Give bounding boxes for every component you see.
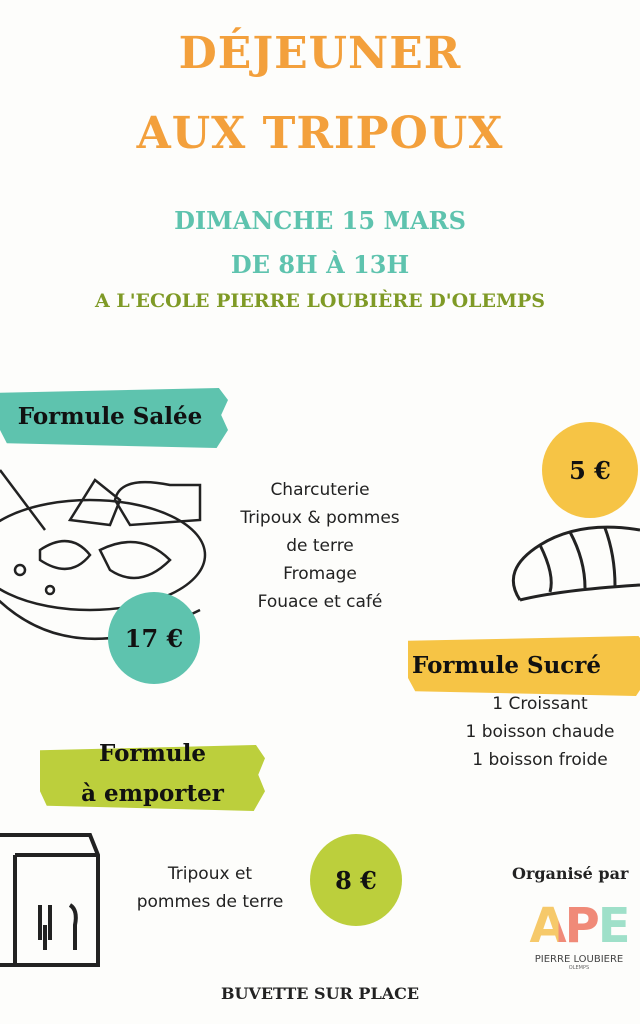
salee-item: de terre <box>286 536 354 556</box>
emporter-price: 8 € <box>310 834 402 926</box>
emporter-item: Tripoux et <box>167 864 253 884</box>
sucree-items: 1 Croissant 1 boisson chaude 1 boisson f… <box>440 690 640 774</box>
croissant-icon <box>511 525 640 602</box>
salee-items: Charcuterie Tripoux & pommes de terre Fr… <box>230 476 410 616</box>
title-line-2: AUX TRIPOUX <box>136 108 504 159</box>
ape-logo: APE PIERRE LOUBIERE OLEMPS <box>518 898 640 971</box>
sucree-item: 1 boisson froide <box>472 750 608 770</box>
sucree-price: 5 € <box>542 422 638 518</box>
emporter-brush <box>40 745 265 811</box>
emporter-label-line1: Formule <box>99 740 206 767</box>
sucree-brush <box>408 636 640 696</box>
salee-price: 17 € <box>108 592 200 684</box>
event-place: A L'ECOLE PIERRE LOUBIÈRE D'OLEMPS <box>95 290 545 312</box>
salee-item: Fouace et café <box>257 592 383 612</box>
organiser-label: Organisé par <box>512 864 629 883</box>
sucree-label: Formule Sucré <box>412 652 602 679</box>
salee-item: Tripoux & pommes <box>240 508 400 528</box>
event-date: DIMANCHE 15 MARS <box>174 206 466 235</box>
ape-logo-town: OLEMPS <box>568 965 590 971</box>
emporter-item: pommes de terre <box>136 892 284 912</box>
title-line-1: DÉJEUNER <box>178 28 462 79</box>
ape-logo-letters: APE <box>518 898 640 954</box>
salee-item: Fromage <box>283 564 357 584</box>
takeaway-bag-icon <box>0 833 100 967</box>
ape-logo-name: PIERRE LOUBIERE <box>534 954 624 965</box>
sucree-item: 1 Croissant <box>492 694 588 714</box>
footer-buvette: BUVETTE SUR PLACE <box>220 984 420 1003</box>
emporter-label-line2: à emporter <box>81 780 224 807</box>
sucree-item: 1 boisson chaude <box>465 722 615 742</box>
salee-brush <box>0 388 228 448</box>
emporter-label: Formule à emporter <box>40 734 265 814</box>
salee-label: Formule Salée <box>17 403 203 430</box>
salee-item: Charcuterie <box>270 480 370 500</box>
tripoux-bowl-icon <box>0 469 207 641</box>
event-hours: DE 8H À 13H <box>230 250 410 279</box>
emporter-items: Tripoux et pommes de terre <box>110 860 310 916</box>
